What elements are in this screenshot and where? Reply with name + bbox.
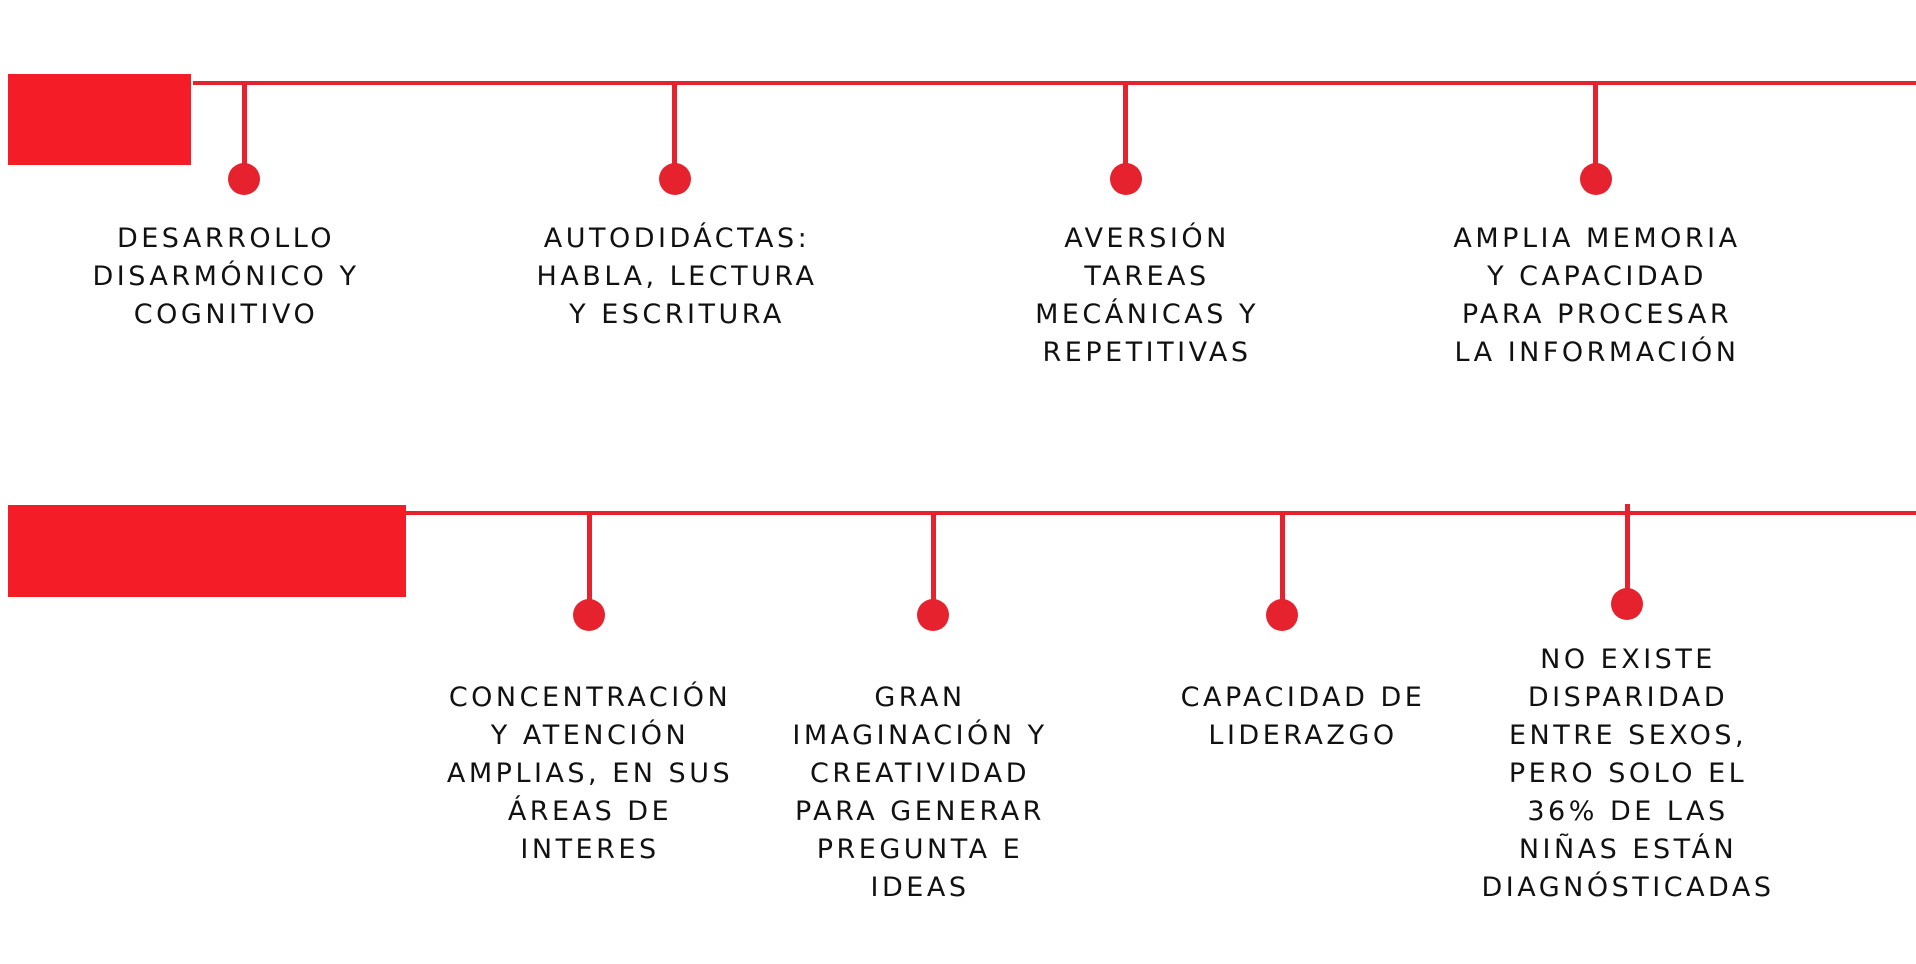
row1-item1-dot (228, 163, 260, 195)
row2-item3-label: CAPACIDAD DE LIDERAZGO (1180, 682, 1426, 751)
row2-item2-stem (931, 511, 936, 615)
row2-item3-stem (1280, 511, 1285, 615)
row2-item1-dot (573, 599, 605, 631)
row1-timeline-line (193, 81, 1916, 85)
row1-item1-stem (242, 81, 247, 178)
row2-item1-stem (587, 511, 592, 615)
row2-timeline-line (406, 511, 1916, 515)
row1-item3-label: AVERSIÓN TAREAS MECÁNICAS Y REPETITIVAS (1035, 223, 1259, 368)
row1-item4-label: AMPLIA MEMORIA Y CAPACIDAD PARA PROCESAR… (1453, 223, 1741, 368)
row1-item4-stem (1593, 81, 1598, 178)
row2-item3-dot (1266, 599, 1298, 631)
row1-item3-stem (1123, 81, 1128, 178)
row2-item4-label: NO EXISTE DISPARIDAD ENTRE SEXOS, PERO S… (1481, 644, 1775, 903)
row2-item1-label: CONCENTRACIÓN Y ATENCIÓN AMPLIAS, EN SUS… (446, 682, 734, 865)
row2-item4-stem (1625, 504, 1630, 604)
row1-item4-dot (1580, 163, 1612, 195)
row2-item2-dot (917, 599, 949, 631)
row2-item4-dot (1611, 588, 1643, 620)
row1-header-block (8, 74, 191, 165)
row2-header-block (8, 505, 406, 597)
row1-item2-dot (659, 163, 691, 195)
row1-item2-label: AUTODIDÁCTAS: HABLA, LECTURA Y ESCRITURA (536, 223, 818, 330)
row1-item1-label: DESARROLLO DISARMÓNICO Y COGNITIVO (92, 223, 360, 330)
row1-item2-stem (672, 81, 677, 178)
row1-item3-dot (1110, 163, 1142, 195)
row2-item2-label: GRAN IMAGINACIÓN Y CREATIVIDAD PARA GENE… (792, 682, 1048, 903)
